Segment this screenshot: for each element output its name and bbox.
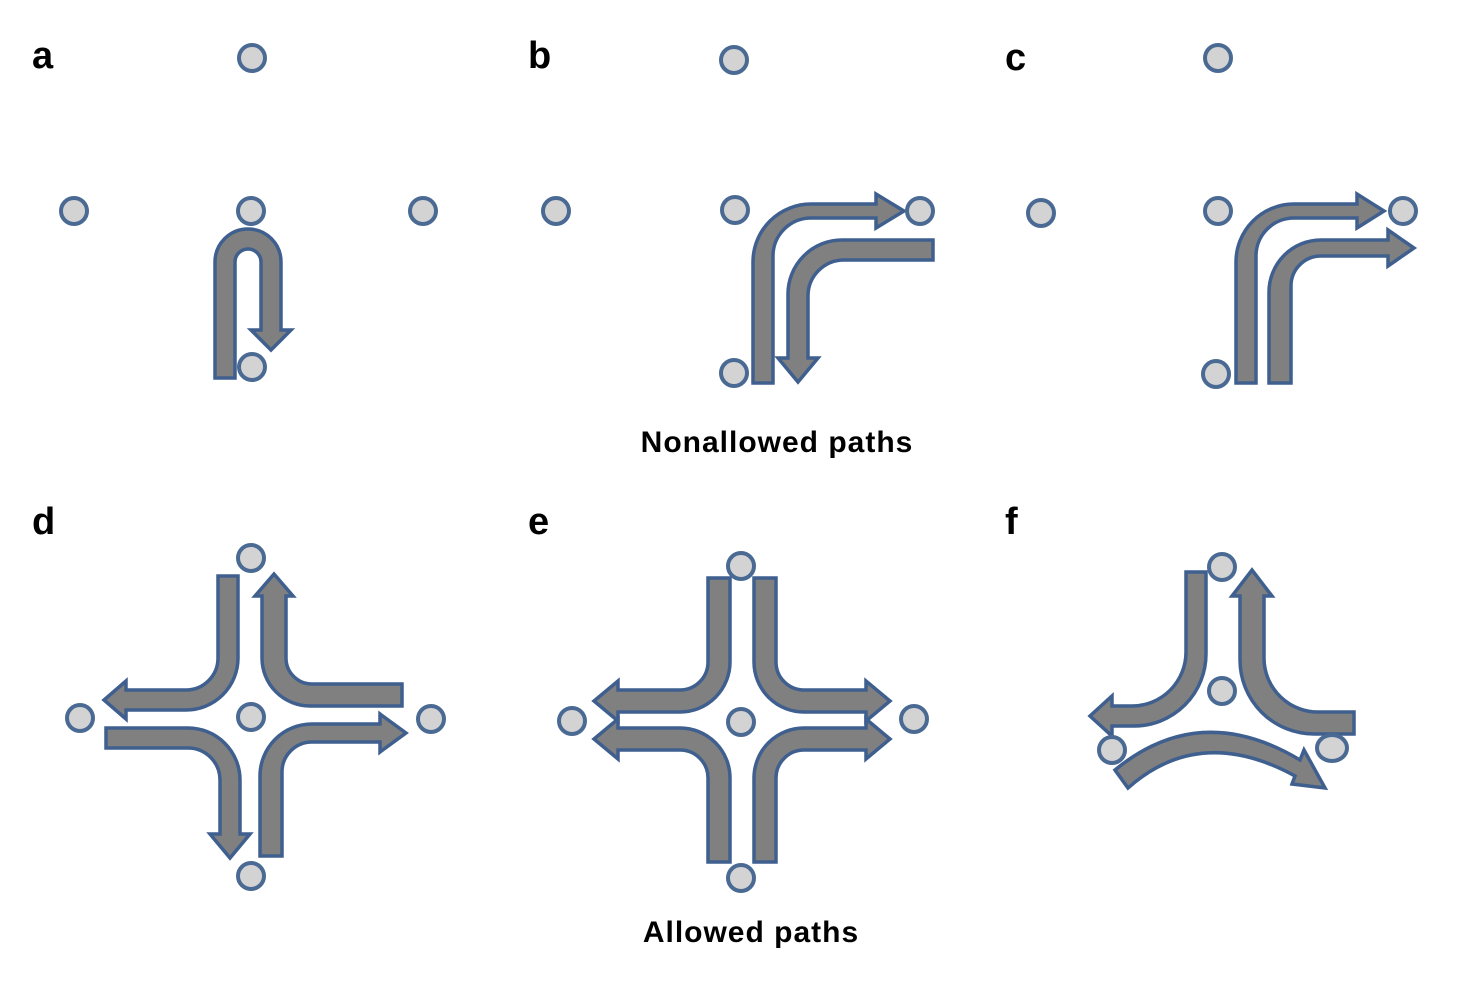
node: [719, 358, 749, 388]
node: [905, 196, 935, 226]
reverse-turn-arrow: [774, 238, 935, 385]
panel-e: [557, 551, 929, 893]
panel-label-f: f: [1005, 501, 1018, 543]
node: [1203, 43, 1233, 73]
node: [416, 704, 446, 734]
turn-left-arrow: [101, 574, 240, 723]
turn-right-arrow: [258, 710, 409, 858]
node: [1026, 198, 1056, 228]
panel-d: [65, 543, 446, 891]
node: [1207, 676, 1237, 706]
caption-allowed: Allowed paths: [643, 916, 859, 949]
node: [236, 196, 266, 226]
node: [1203, 196, 1233, 226]
node: [1388, 196, 1418, 226]
node: [720, 195, 750, 225]
turn-left-arrow: [1087, 570, 1208, 740]
node: [65, 703, 95, 733]
turn-right-arrow-outer: [1234, 190, 1388, 385]
node: [237, 352, 267, 382]
node: [236, 543, 266, 573]
panel-label-b: b: [528, 35, 551, 77]
node: [408, 196, 438, 226]
turn-right-arrow: [751, 190, 908, 385]
turn-right-arrow: [752, 715, 893, 864]
panel-f: [1087, 552, 1356, 791]
turn-left-arrow: [591, 715, 732, 864]
turn-left-arrow: [591, 576, 732, 725]
turn-right-arrow-inner: [1267, 226, 1418, 385]
node: [899, 704, 929, 734]
node: [1207, 552, 1237, 582]
u-turn-arrow: [213, 227, 296, 380]
panel-label-c: c: [1005, 37, 1026, 79]
panel-c: [1026, 43, 1418, 389]
node: [1201, 359, 1231, 389]
panel-label-e: e: [528, 501, 549, 543]
turn-down-arrow: [104, 726, 254, 861]
node: [726, 551, 756, 581]
curved-arrow: [1112, 730, 1329, 791]
node: [59, 196, 89, 226]
turn-right-arrow: [752, 576, 893, 725]
panel-label-a: a: [32, 35, 54, 77]
panel-label-d: d: [32, 501, 55, 543]
turn-up-arrow: [251, 571, 404, 708]
node: [236, 861, 266, 891]
node: [237, 43, 267, 73]
node: [1315, 733, 1349, 763]
node: [236, 702, 266, 732]
node: [719, 45, 749, 75]
panel-b: [541, 45, 935, 388]
node: [1097, 735, 1127, 765]
panel-a: [59, 43, 438, 382]
turn-up-arrow: [1228, 567, 1356, 736]
caption-nonallowed: Nonallowed paths: [641, 426, 914, 459]
node: [557, 706, 587, 736]
node: [726, 863, 756, 893]
node: [541, 196, 571, 226]
node: [726, 707, 756, 737]
